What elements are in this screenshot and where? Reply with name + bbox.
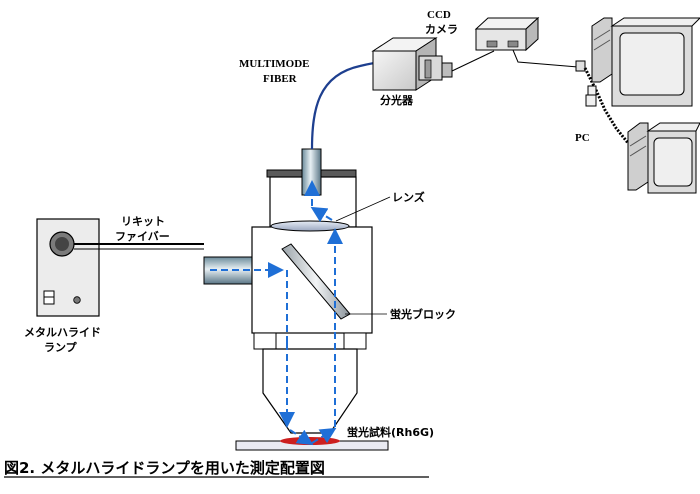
microscope-body [251, 169, 373, 434]
multimode-fiber-label: MULTIMODE [239, 58, 310, 70]
liquid-fiber [74, 243, 204, 250]
ccd-label: CCD [427, 9, 451, 21]
pc-monitor-1 [591, 17, 700, 107]
connector [575, 60, 586, 72]
lens-label: レンズ [392, 190, 425, 204]
figure-caption: 図2. メタルハライドランプを用いた測定配置図 [4, 459, 325, 477]
sample-label: 蛍光試料(Rh6G) [347, 425, 434, 439]
pc-label: PC [575, 132, 590, 144]
camera-cable [451, 50, 495, 72]
lamp-label-1: メタルハライド [24, 326, 101, 339]
pc-monitor-2 [627, 122, 700, 194]
fluorescence-block-label: 蛍光ブロック [390, 307, 456, 321]
pc-cable-coiled [583, 67, 630, 144]
light-path [210, 180, 343, 446]
adapter-plug [585, 85, 597, 107]
spectrometer-label: 分光器 [380, 93, 414, 107]
liquid-fiber-label-2: ファイバー [115, 230, 170, 243]
lens-leader-line [335, 196, 391, 222]
lamp-label-2: ランプ [44, 340, 78, 354]
fiber-label: FIBER [263, 73, 298, 85]
controller-unit [474, 16, 540, 52]
metal-halide-lamp [36, 218, 100, 317]
camera-label: カメラ [425, 23, 458, 36]
lens [270, 220, 350, 232]
ccd-camera [418, 55, 453, 81]
pc-cable [512, 49, 579, 68]
liquid-fiber-label-1: リキット [121, 215, 165, 228]
